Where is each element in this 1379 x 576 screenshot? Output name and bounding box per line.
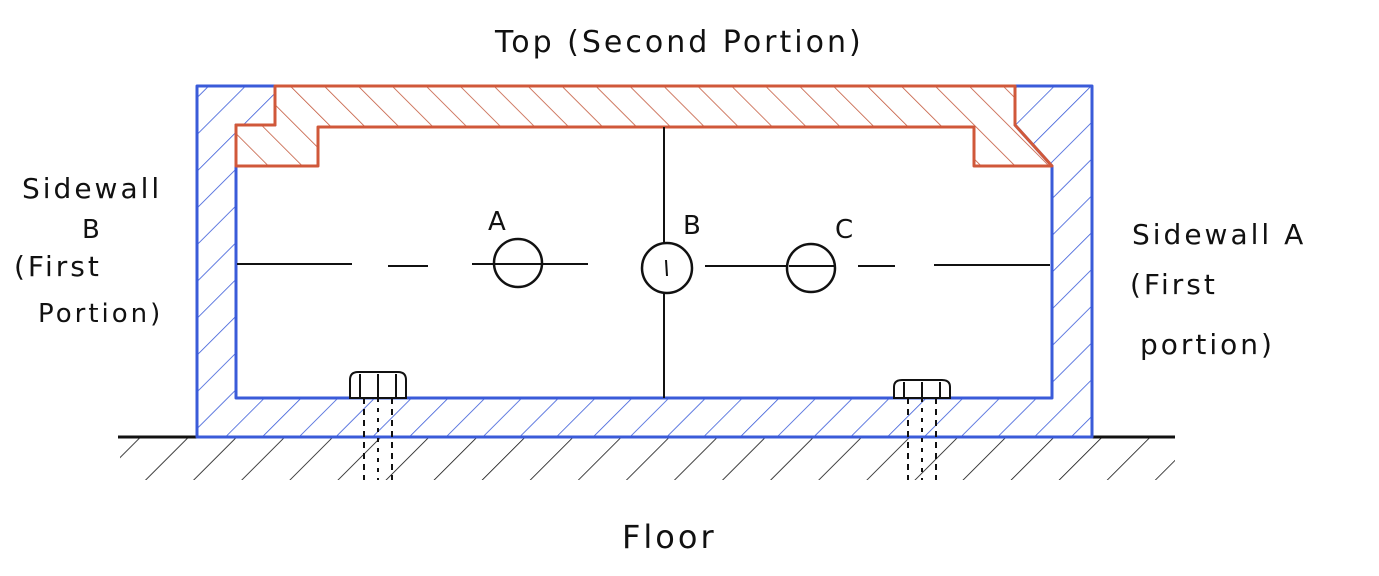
label-point-b: B <box>683 211 704 241</box>
label-point-c: C <box>835 215 856 245</box>
second-portion-top <box>234 84 1054 168</box>
circle-c <box>785 242 837 294</box>
label-floor: Floor <box>622 518 717 556</box>
label-sidewall-a-line1: Sidewall A <box>1132 218 1306 251</box>
label-top: Top (Second Portion) <box>494 25 864 60</box>
circle-b-mark <box>665 259 668 277</box>
label-sidewall-a-line2: (First <box>1130 268 1218 301</box>
label-sidewall-b-line3: (First <box>14 250 102 283</box>
anchor-bolt-right <box>893 379 951 480</box>
label-sidewall-b-line4: Portion) <box>38 299 163 329</box>
label-sidewall-a-line3: portion) <box>1140 328 1275 361</box>
floor <box>118 435 1175 480</box>
anchor-bolt-left <box>349 371 407 480</box>
label-sidewall-b-line2: B <box>82 215 103 245</box>
label-sidewall-b-line1: Sidewall <box>22 172 162 205</box>
label-point-a: A <box>488 207 509 237</box>
